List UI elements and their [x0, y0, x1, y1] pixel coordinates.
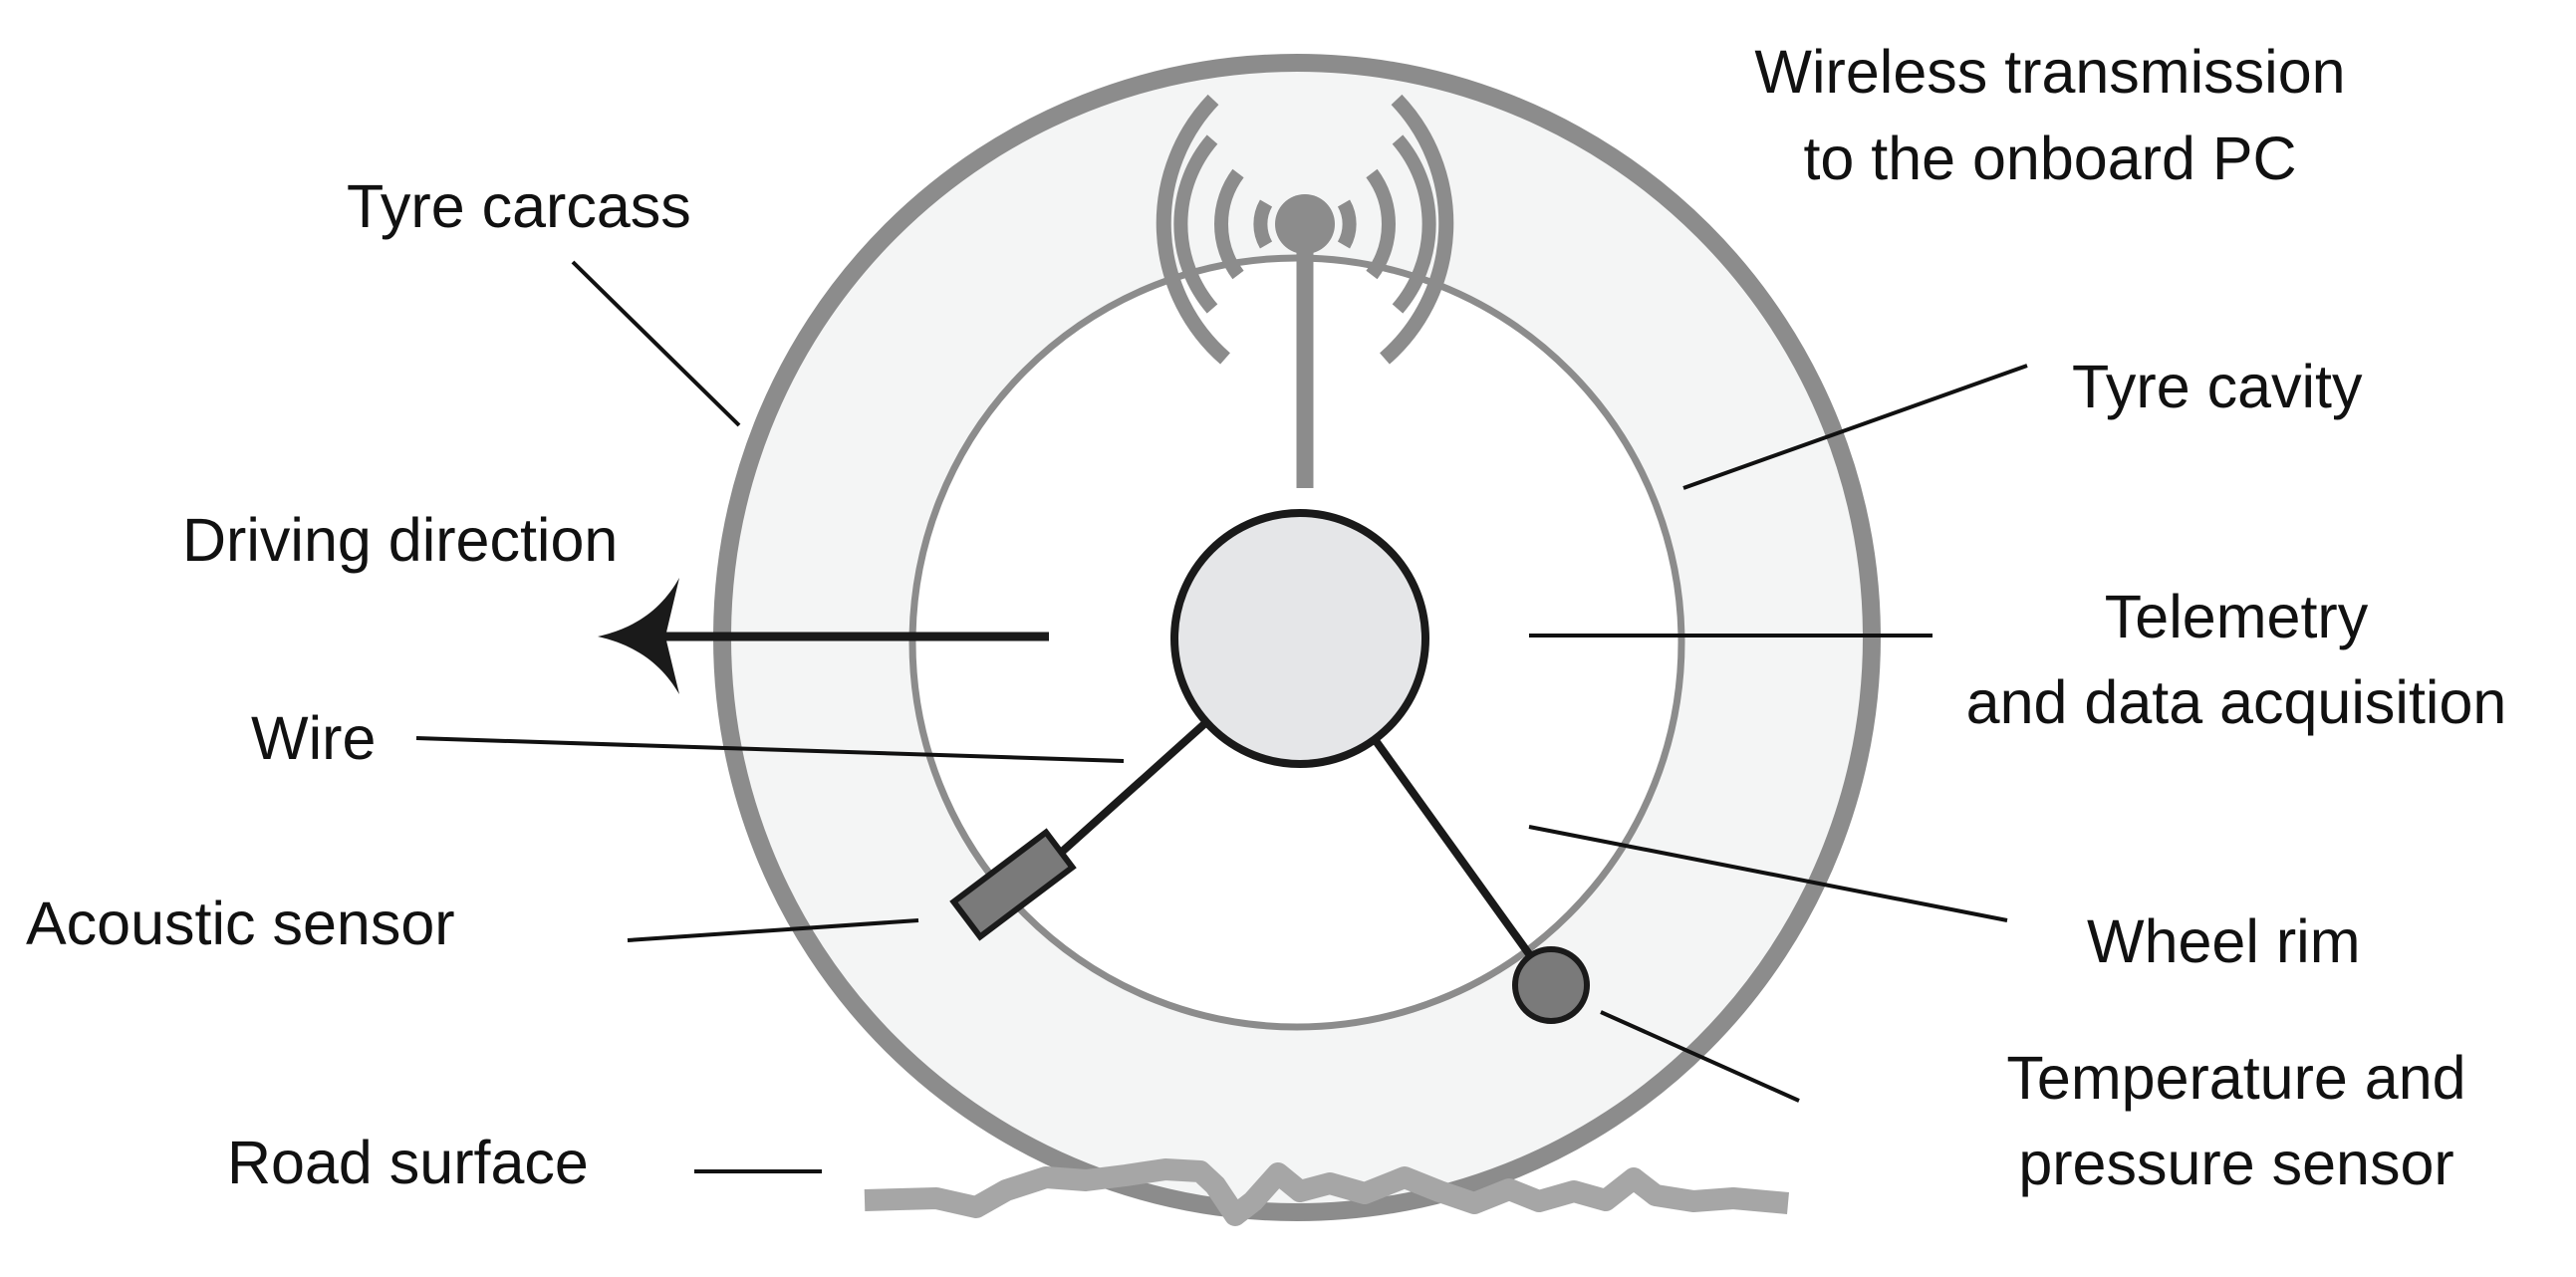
label-wire: Wire	[251, 704, 376, 772]
leader-temperature-sensor	[1600, 1010, 1800, 1103]
leader-lines	[415, 260, 2028, 1173]
label-wireless-line2: to the onboard PC	[1803, 125, 2296, 192]
label-tyre-carcass: Tyre carcass	[347, 172, 691, 240]
leader-wire	[415, 736, 1125, 763]
label-temperature-line1: Temperature and	[2006, 1044, 2465, 1112]
wire-to-acoustic-sensor	[1058, 720, 1208, 856]
leader-tyre-cavity	[1682, 364, 2028, 490]
label-temperature-line2: pressure sensor	[2018, 1130, 2453, 1197]
label-acoustic-sensor: Acoustic sensor	[26, 890, 455, 957]
temperature-pressure-sensor	[1512, 946, 1590, 1024]
wire-to-temperature-sensor	[1373, 739, 1536, 961]
telemetry-hub	[1170, 509, 1429, 768]
label-tyre-cavity: Tyre cavity	[2072, 353, 2363, 420]
label-wireless-line1: Wireless transmission	[1754, 38, 2345, 106]
arrow-left-icon	[598, 578, 1049, 694]
label-wheel-rim: Wheel rim	[2087, 907, 2361, 975]
leader-wheel-rim	[1528, 825, 2008, 922]
label-telemetry-line2: and data acquisition	[1966, 668, 2507, 736]
acoustic-sensor	[949, 828, 1077, 941]
label-road-surface: Road surface	[227, 1129, 589, 1196]
leader-acoustic-sensor	[627, 918, 919, 942]
antenna-icon	[1156, 94, 1454, 488]
label-telemetry-line1: Telemetry	[2105, 583, 2369, 650]
leader-tyre-carcass	[571, 260, 741, 427]
label-driving-direction: Driving direction	[182, 506, 618, 574]
road-surface-line	[864, 1158, 1789, 1226]
